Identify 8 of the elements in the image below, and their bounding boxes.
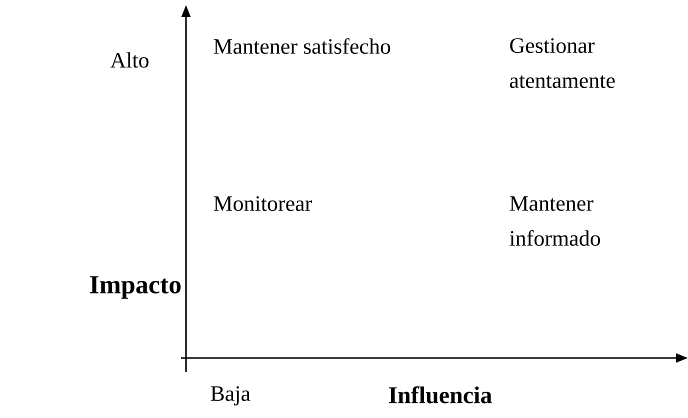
axis-label: Influencia [389, 386, 492, 404]
axis-label: Baja [210, 386, 250, 406]
axis-label: Alto [110, 52, 148, 68]
axis-label: Gestionar atentamente [510, 38, 615, 88]
axis-label: Monitorear [214, 196, 312, 211]
axis-label: Mantener informado [510, 196, 600, 246]
axis-label: Impacto [90, 276, 181, 299]
axis-label: Mantener satisfecho [214, 38, 390, 54]
